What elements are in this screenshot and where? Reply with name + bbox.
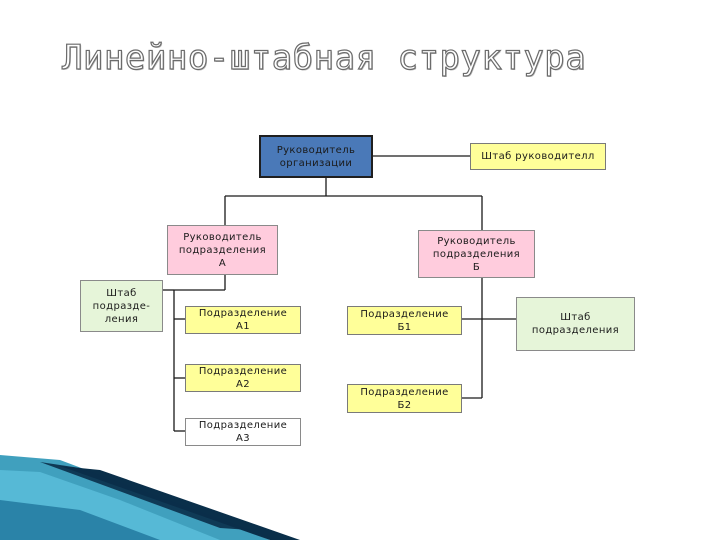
unit-b2-box: Подразделение Б2 [347,384,462,413]
div-staff-right-box: Штаб подразделения [516,297,635,351]
div-staff-left-box: Штаб подразде- ления [80,280,163,332]
org-head-box: Руководитель организации [259,135,373,178]
head-staff-box: Штаб руководителл [470,143,606,170]
unit-a1-box: Подразделение А1 [185,306,301,334]
page-title: Линейно-штабная структура [61,37,587,78]
unit-a2-box: Подразделение А2 [185,364,301,392]
div-head-b-box: Руководитель подразделения Б [418,230,535,278]
div-head-a-box: Руководитель подразделения А [167,225,278,275]
unit-a3-box: Подразделение А3 [185,418,301,446]
unit-b1-box: Подразделение Б1 [347,306,462,335]
